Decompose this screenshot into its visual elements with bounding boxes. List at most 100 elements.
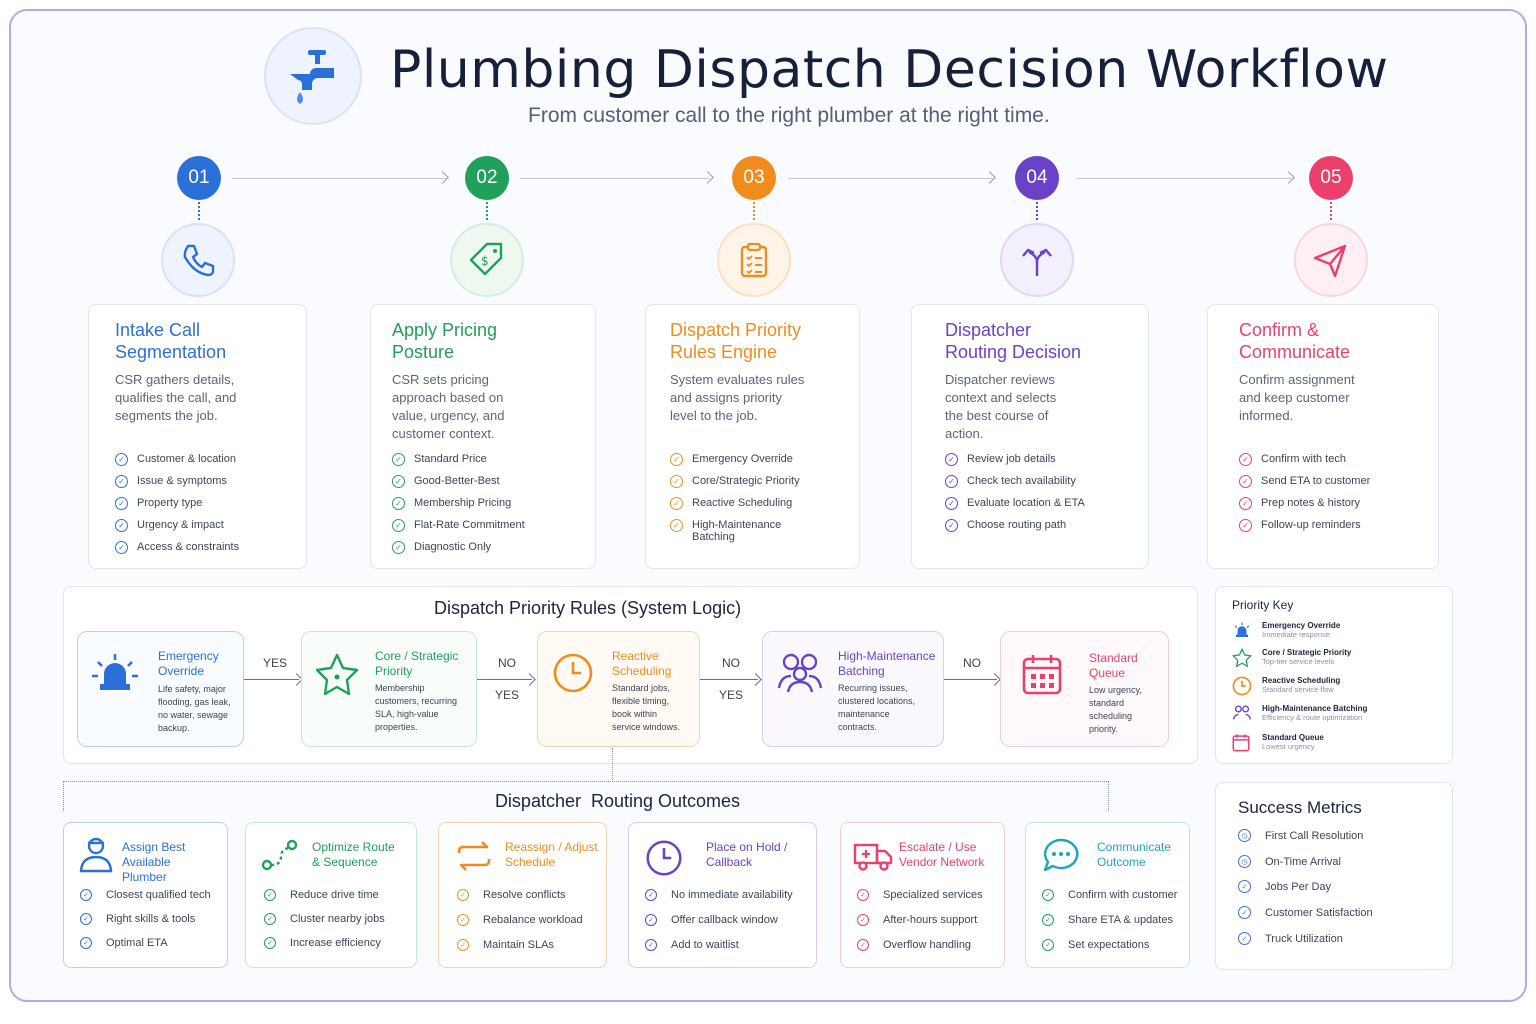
checklist-item: ✓Confirm with tech [1239,453,1346,466]
checklist-label: Confirm with tech [1261,453,1346,465]
checklist-item: ✓Diagnostic Only [392,541,491,554]
desc-line: informed. [1239,408,1294,423]
flow-arrow [700,679,758,680]
desc-line: standard [1089,698,1125,708]
yes-label: YES [719,688,744,702]
desc-line: no water, sewage [158,710,229,720]
key-name: Core / Strategic Priority [1262,648,1352,657]
checklist-label: Access & constraints [137,541,240,553]
step-description: Confirm assignment and keep customer infor… [1239,371,1355,425]
checklist-item: ✓Evaluate location & ETA [945,497,1085,510]
check-icon: ✓ [645,939,657,951]
step-card-confirm: Confirm &Communicate Confirm assignment a… [1207,304,1439,569]
step-title: Confirm &Communicate [1239,319,1350,363]
outcome-item: ✓Resolve conflicts [457,889,566,901]
check-icon: ✓ [392,475,405,488]
check-icon: ✓ [457,939,469,951]
check-icon: ✓ [115,475,128,488]
desc-line: priority. [1089,724,1118,734]
clipboard-icon [717,223,791,297]
outcome-item: ✓Optimal ETA [80,937,168,949]
check-icon: ✓ [857,939,869,951]
check-icon: ✓ [392,453,405,466]
key-name: High-Maintenance Batching [1262,704,1368,713]
metric-item: ✓Customer Satisfaction [1238,906,1373,919]
desc-line: SLA, high-value [375,709,439,719]
outcome-item: ✓Offer callback window [645,914,778,926]
desc-line: and keep customer [1239,390,1350,405]
desc-line: and assigns priority [670,390,782,405]
step-number: 03 [732,156,776,200]
check-icon: ✓ [670,519,683,532]
desc-line: Confirm assignment [1239,372,1355,387]
outcome-item-label: Specialized services [883,889,983,901]
outcome-item: ✓Right skills & tools [80,913,195,925]
step-number: 02 [465,156,509,200]
step-dotted-line [753,202,755,220]
checklist-item: ✓Choose routing path [945,519,1066,532]
checklist-item: ✓Access & constraints [115,541,239,554]
rule-title-line: Batching [838,664,885,678]
check-icon: ✓ [115,453,128,466]
step-dotted-line [486,202,488,220]
outcome-item: ✓After-hours support [857,914,977,926]
outcome-item: ✓Cluster nearby jobs [264,913,385,925]
clock-icon [1232,676,1252,696]
check-icon: ✓ [1238,880,1251,893]
step-number: 05 [1309,156,1353,200]
step-title-line: Communicate [1239,342,1351,362]
desc-line: the best course of [945,408,1049,423]
outcomes-title-text: Dispatcher Routing Outcomes [494,791,741,811]
outcomes-title: Dispatcher Routing Outcomes [440,791,795,812]
desc-line: qualifies the call, and [115,390,237,405]
desc-line: context and selects [945,390,1057,405]
check-icon: ✓ [945,453,958,466]
outcome-item: ✓Confirm with customer [1042,889,1177,901]
desc-line: flooding, gas leak, [158,697,231,707]
desc-line: Low urgency, [1089,685,1142,695]
desc-line: flexible timing, [612,696,670,706]
star-icon [315,653,359,696]
desc-line: Dispatcher reviews [945,372,1055,387]
price-tag-icon: $ [450,223,524,297]
desc-line: maintenance [838,709,890,719]
check-icon: ✓ [80,937,92,949]
outcome-item-label: Share ETA & updates [1068,914,1173,926]
split-arrows-icon [1000,223,1074,297]
siren-icon [92,654,138,690]
send-icon [1294,223,1368,297]
step-connector [520,178,710,179]
check-icon: ✓ [392,541,405,554]
outcome-item-label: Closest qualified tech [106,889,211,901]
step-title-line: Dispatcher [945,320,1032,340]
clock-icon [646,840,682,876]
outcome-item: ✓Maintain SLAs [457,939,554,951]
outcome-item-label: No immediate availability [671,889,793,901]
outcome-title: Optimize Route& Sequence [312,840,395,870]
yes-label: YES [495,688,520,702]
check-icon: ✓ [1239,497,1252,510]
outcome-title-line: & Sequence [312,855,378,869]
people-icon [1232,705,1252,720]
check-icon: ✓ [264,913,276,925]
rule-title-line: Emergency [158,649,219,663]
outcome-title-line: Communicate [1097,840,1172,854]
check-icon: ✓ [645,914,657,926]
outcome-item: ✓Reduce drive time [264,889,379,901]
outcome-title-line: Callback [706,855,753,869]
check-icon: ✓ [457,889,469,901]
outcome-item: ✓Specialized services [857,889,983,901]
metric-item: ✓Jobs Per Day [1238,880,1331,893]
check-icon: ✓ [670,475,683,488]
